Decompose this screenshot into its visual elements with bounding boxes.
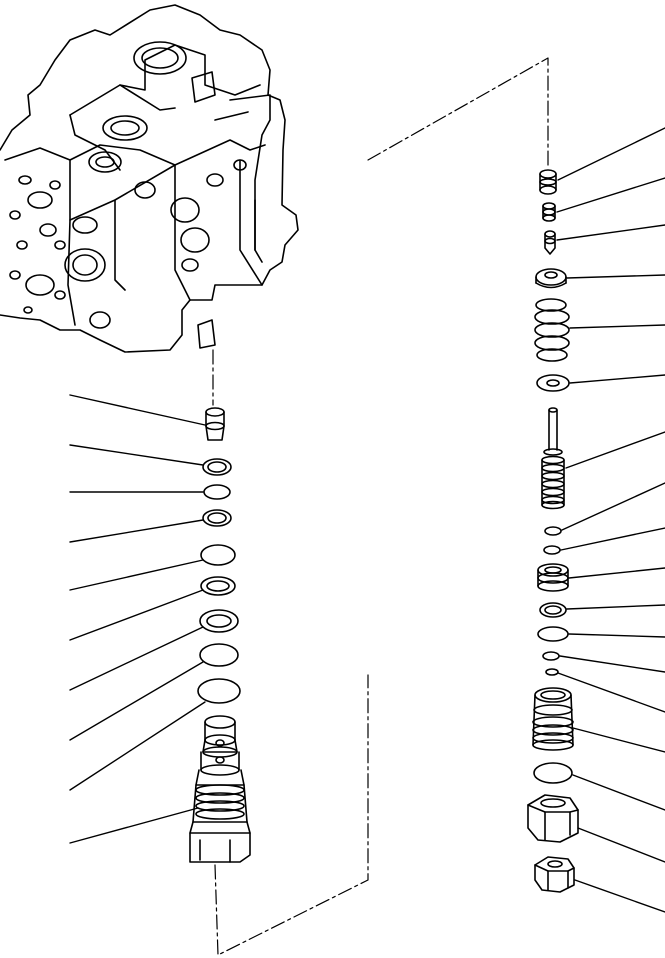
spring-retainer-top xyxy=(540,170,556,194)
callout-leader xyxy=(562,483,665,530)
o-ring-2 xyxy=(201,545,235,565)
callout-leader xyxy=(567,605,665,609)
o-ring-r1 xyxy=(545,527,561,535)
callout-leader xyxy=(70,560,203,590)
spool xyxy=(542,408,564,509)
callout-leader xyxy=(567,275,665,278)
backup-ring-1 xyxy=(203,459,231,475)
o-ring-3 xyxy=(200,644,238,666)
plug xyxy=(206,408,224,440)
cap-nut xyxy=(535,857,574,892)
o-ring-r4 xyxy=(543,652,559,660)
left-parts xyxy=(190,408,250,862)
callout-leader xyxy=(70,702,205,790)
o-ring-4 xyxy=(198,679,240,703)
small-pin xyxy=(545,231,555,254)
callout-leader xyxy=(570,375,665,383)
washer xyxy=(537,375,569,391)
callout-leader xyxy=(569,568,665,578)
callout-leader xyxy=(70,395,205,425)
o-ring-1 xyxy=(204,485,230,499)
callout-leader xyxy=(573,728,665,752)
small-o-ring xyxy=(546,669,558,675)
small-collar xyxy=(543,203,555,221)
callout-leader xyxy=(575,880,665,912)
relief-valve-cartridge xyxy=(190,716,250,862)
callout-leader xyxy=(70,627,203,690)
right-axis-top xyxy=(368,58,548,165)
callout-leader xyxy=(578,828,665,862)
callout-leader xyxy=(70,445,203,465)
callout-leader xyxy=(70,590,203,640)
callout-leader xyxy=(566,432,665,468)
callout-leader xyxy=(70,662,203,740)
backup-ring-4 xyxy=(200,610,238,632)
callout-leader xyxy=(560,656,665,672)
coil-spring xyxy=(535,299,569,361)
left-callout-leaders xyxy=(70,395,205,843)
spring-seat xyxy=(536,269,566,288)
right-parts xyxy=(528,170,578,892)
callout-leader xyxy=(570,325,665,328)
callout-leader xyxy=(561,528,665,550)
right-callout-leaders xyxy=(557,128,665,912)
callout-leader xyxy=(70,520,203,542)
callout-leader xyxy=(558,128,665,180)
backup-ring-2 xyxy=(203,510,231,526)
o-ring-r3 xyxy=(538,627,568,641)
valve-body xyxy=(0,5,298,352)
backup-ring-r xyxy=(540,603,566,617)
lock-nut xyxy=(528,795,578,842)
spring-collar xyxy=(538,564,568,591)
callout-leader xyxy=(557,225,665,240)
o-ring-r5 xyxy=(534,763,572,783)
callout-leader xyxy=(70,808,198,843)
callout-leader xyxy=(558,673,665,712)
center-lines xyxy=(213,58,548,955)
callout-leader xyxy=(569,634,665,637)
o-ring-r2 xyxy=(544,546,560,554)
left-axis-bottom xyxy=(215,675,368,955)
callout-leader xyxy=(573,775,665,810)
sleeve xyxy=(533,688,573,750)
backup-ring-3 xyxy=(201,577,235,595)
callout-leader xyxy=(557,178,665,212)
